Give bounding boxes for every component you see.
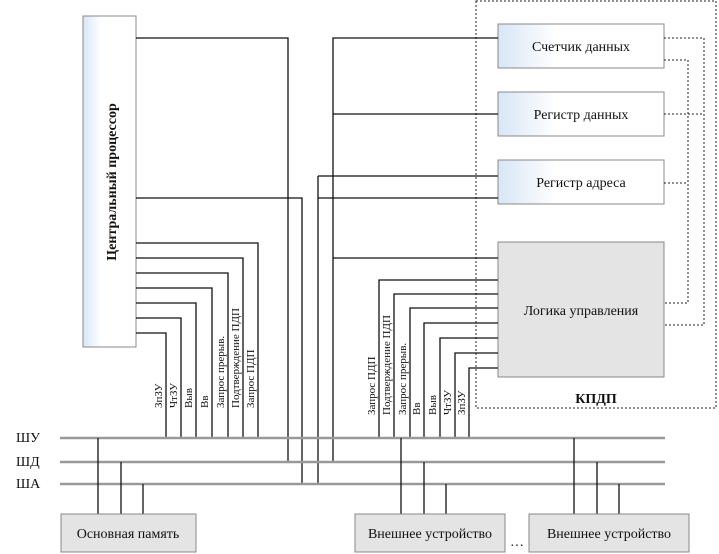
address-register-label: Регистр адреса — [536, 176, 626, 191]
kdp-signal-label: Запрос ПДП — [366, 357, 378, 415]
device-connections — [97, 438, 620, 514]
main-memory-label: Основная память — [77, 527, 180, 542]
external-device-2-label: Внешнее устройство — [547, 527, 671, 542]
cpu-signal-label: Подтверждение ПДП — [230, 308, 242, 408]
data-counter-block — [497, 23, 665, 69]
kdp-signal-label: Выв — [427, 395, 439, 415]
control-logic-block — [497, 241, 665, 378]
cpu-signal-label: Вв — [199, 395, 211, 408]
data-counter-label: Счетчик данных — [532, 40, 630, 55]
kdp-boundary — [475, 0, 717, 409]
cpu-signal-label: Запрос прерыв. — [215, 336, 227, 408]
address-register-block — [497, 159, 665, 205]
control-logic-label: Логика управления — [524, 304, 639, 319]
external-device-1-block — [354, 513, 506, 553]
cpu-label: Центральный процессор — [105, 103, 120, 261]
kdp-signal-labels: Запрос ПДП Подтверждение ПДП Запрос прер… — [366, 315, 468, 415]
kdp-signal-label: Вв — [411, 402, 423, 415]
devices-ellipsis: … — [510, 535, 524, 550]
cpu-block — [82, 15, 137, 348]
data-register-label: Регистр данных — [534, 108, 629, 123]
kdp-signal-label: ЧтЗУ — [442, 390, 454, 415]
buses — [60, 436, 665, 486]
register-control-links — [664, 37, 705, 326]
cpu-signal-labels: ЗпЗУ ЧтЗУ Выв Вв Запрос прерыв. Подтверж… — [153, 308, 257, 408]
cpu-signal-label: ЗпЗУ — [153, 383, 165, 408]
main-memory-block — [60, 513, 197, 553]
kdp-label: КПДП — [575, 392, 617, 407]
kdp-signal-label: Подтверждение ПДП — [381, 315, 393, 415]
cpu-signal-label: Выв — [183, 388, 195, 408]
external-device-2-block — [528, 513, 690, 553]
cpu-signal-label: ЧтЗУ — [168, 383, 180, 408]
cpu-signal-label: Запрос ПДП — [245, 350, 257, 408]
kdp-signal-label: ЗпЗУ — [456, 390, 468, 415]
external-device-1-label: Внешнее устройство — [368, 527, 492, 542]
wiring — [136, 37, 498, 484]
address-bus-label: ША — [16, 477, 41, 492]
control-bus-label: ШУ — [16, 431, 40, 446]
data-bus-label: ШД — [16, 455, 40, 470]
kdp-signal-label: Запрос прерыв. — [397, 343, 409, 415]
